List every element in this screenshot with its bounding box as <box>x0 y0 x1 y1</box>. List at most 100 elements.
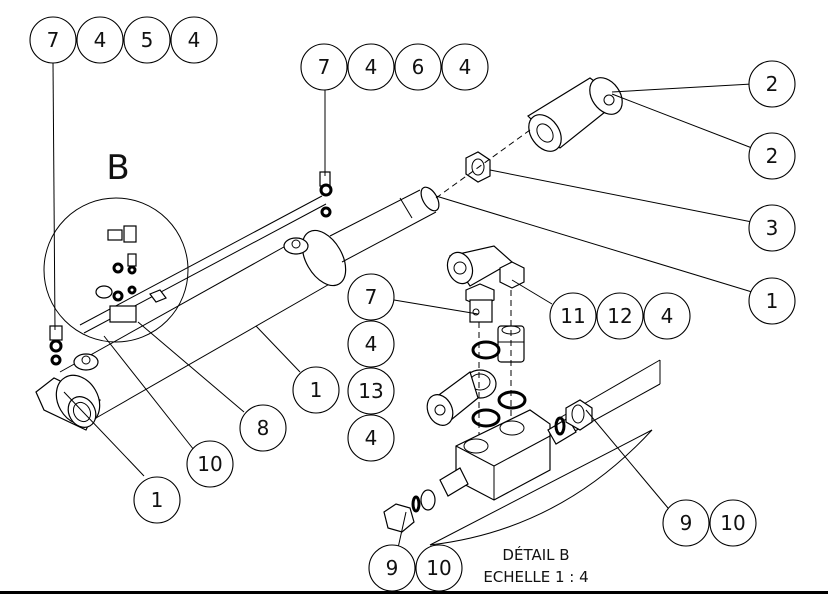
item-balloon: 7 <box>300 43 348 91</box>
balloon-group: 7 4 6 4 <box>300 43 489 91</box>
balloon-circle <box>347 273 395 321</box>
balloon-number: 9 <box>386 556 399 580</box>
item-balloon: 1 <box>133 476 181 524</box>
item-balloon: 4 <box>347 414 395 462</box>
detail-b-mini-parts <box>95 225 167 323</box>
balloon-number: 4 <box>459 55 472 79</box>
balloon-group: 10 <box>186 440 234 488</box>
balloon-number: 4 <box>365 55 378 79</box>
balloon-circle <box>186 440 234 488</box>
balloon-number: 4 <box>94 28 107 52</box>
detail-circle-b <box>43 197 189 343</box>
balloon-number: 6 <box>412 55 425 79</box>
balloon-number: 7 <box>47 28 60 52</box>
item-balloon: 1 <box>748 277 796 325</box>
balloon-circle <box>347 367 395 415</box>
detail-marker-label: B <box>106 148 129 188</box>
balloon-number: 2 <box>766 72 779 96</box>
balloon-circle <box>170 16 218 64</box>
balloon-group: 1 <box>133 476 181 524</box>
balloon-number: 2 <box>766 144 779 168</box>
item-balloon: 13 <box>347 367 395 415</box>
balloon-circle <box>300 43 348 91</box>
balloon-number: 1 <box>310 378 323 402</box>
balloon-number: 7 <box>365 285 378 309</box>
item-balloon: 10 <box>709 499 757 547</box>
balloon-number: 10 <box>426 556 451 580</box>
balloon-circle <box>748 132 796 180</box>
item-balloon: 9 <box>368 544 416 592</box>
balloon-group: 1 <box>292 366 340 414</box>
item-balloon: 2 <box>748 132 796 180</box>
balloon-number: 7 <box>318 55 331 79</box>
item-balloon: 10 <box>186 440 234 488</box>
item-balloon: 3 <box>748 204 796 252</box>
balloon-number: 5 <box>141 28 154 52</box>
item-balloon: 10 <box>415 544 463 592</box>
balloon-number: 11 <box>560 304 585 328</box>
balloon-group: 1 <box>748 277 796 325</box>
item-balloon: 6 <box>394 43 442 91</box>
balloon-circle <box>596 292 644 340</box>
balloon-number: 12 <box>607 304 632 328</box>
balloon-circle <box>347 320 395 368</box>
balloon-circle <box>549 292 597 340</box>
balloon-circle <box>133 476 181 524</box>
balloon-circle <box>441 43 489 91</box>
item-balloon: 12 <box>596 292 644 340</box>
balloon-number: 4 <box>365 332 378 356</box>
balloon-circle <box>662 499 710 547</box>
detail-caption-title: DÉTAIL B <box>502 545 569 564</box>
item-balloon: 4 <box>76 16 124 64</box>
balloon-circle <box>643 292 691 340</box>
item-balloon: 4 <box>441 43 489 91</box>
balloon-number: 4 <box>365 426 378 450</box>
balloon-circle <box>709 499 757 547</box>
balloon-circle <box>239 404 287 452</box>
balloon-circle <box>292 366 340 414</box>
detail-b-view <box>383 245 661 546</box>
balloon-circle <box>347 43 395 91</box>
balloon-group: 9 10 <box>662 499 757 547</box>
balloon-circle <box>748 60 796 108</box>
balloon-number: 3 <box>766 216 779 240</box>
balloon-number: 1 <box>766 289 779 313</box>
rod-eye <box>527 77 623 152</box>
item-balloon: 4 <box>347 43 395 91</box>
balloon-group: 8 <box>239 404 287 452</box>
balloon-number: 1 <box>151 488 164 512</box>
balloon-number: 10 <box>720 511 745 535</box>
balloon-group: 7 4 13 4 <box>347 273 395 462</box>
balloon-number: 10 <box>197 452 222 476</box>
item-balloon: 7 <box>347 273 395 321</box>
balloon-circle <box>748 277 796 325</box>
leader-lines <box>52 61 753 549</box>
balloon-group: 9 10 <box>368 544 463 592</box>
item-balloon: 11 <box>549 292 597 340</box>
balloon-group: 7 4 5 4 <box>29 16 218 64</box>
balloon-circle <box>748 204 796 252</box>
item-balloon: 4 <box>347 320 395 368</box>
balloon-circle <box>123 16 171 64</box>
item-balloon: 1 <box>292 366 340 414</box>
item-balloon: 4 <box>643 292 691 340</box>
detail-caption-scale: ECHELLE 1 : 4 <box>483 568 588 586</box>
balloon-group: 2 <box>748 60 796 108</box>
item-balloon: 4 <box>170 16 218 64</box>
balloon-circle <box>394 43 442 91</box>
balloon-circle <box>76 16 124 64</box>
balloon-number: 4 <box>188 28 201 52</box>
balloon-number: 8 <box>257 416 270 440</box>
item-balloon: 8 <box>239 404 287 452</box>
balloon-circle <box>347 414 395 462</box>
balloon-group: 2 <box>748 132 796 180</box>
frame-border-bottom <box>0 591 828 594</box>
balloon-number: 13 <box>358 379 383 403</box>
balloon-group: 11 12 4 <box>549 292 691 340</box>
balloon-number: 9 <box>680 511 693 535</box>
item-balloon: 9 <box>662 499 710 547</box>
item-balloon: 2 <box>748 60 796 108</box>
balloon-circle <box>29 16 77 64</box>
item-balloon: 5 <box>123 16 171 64</box>
